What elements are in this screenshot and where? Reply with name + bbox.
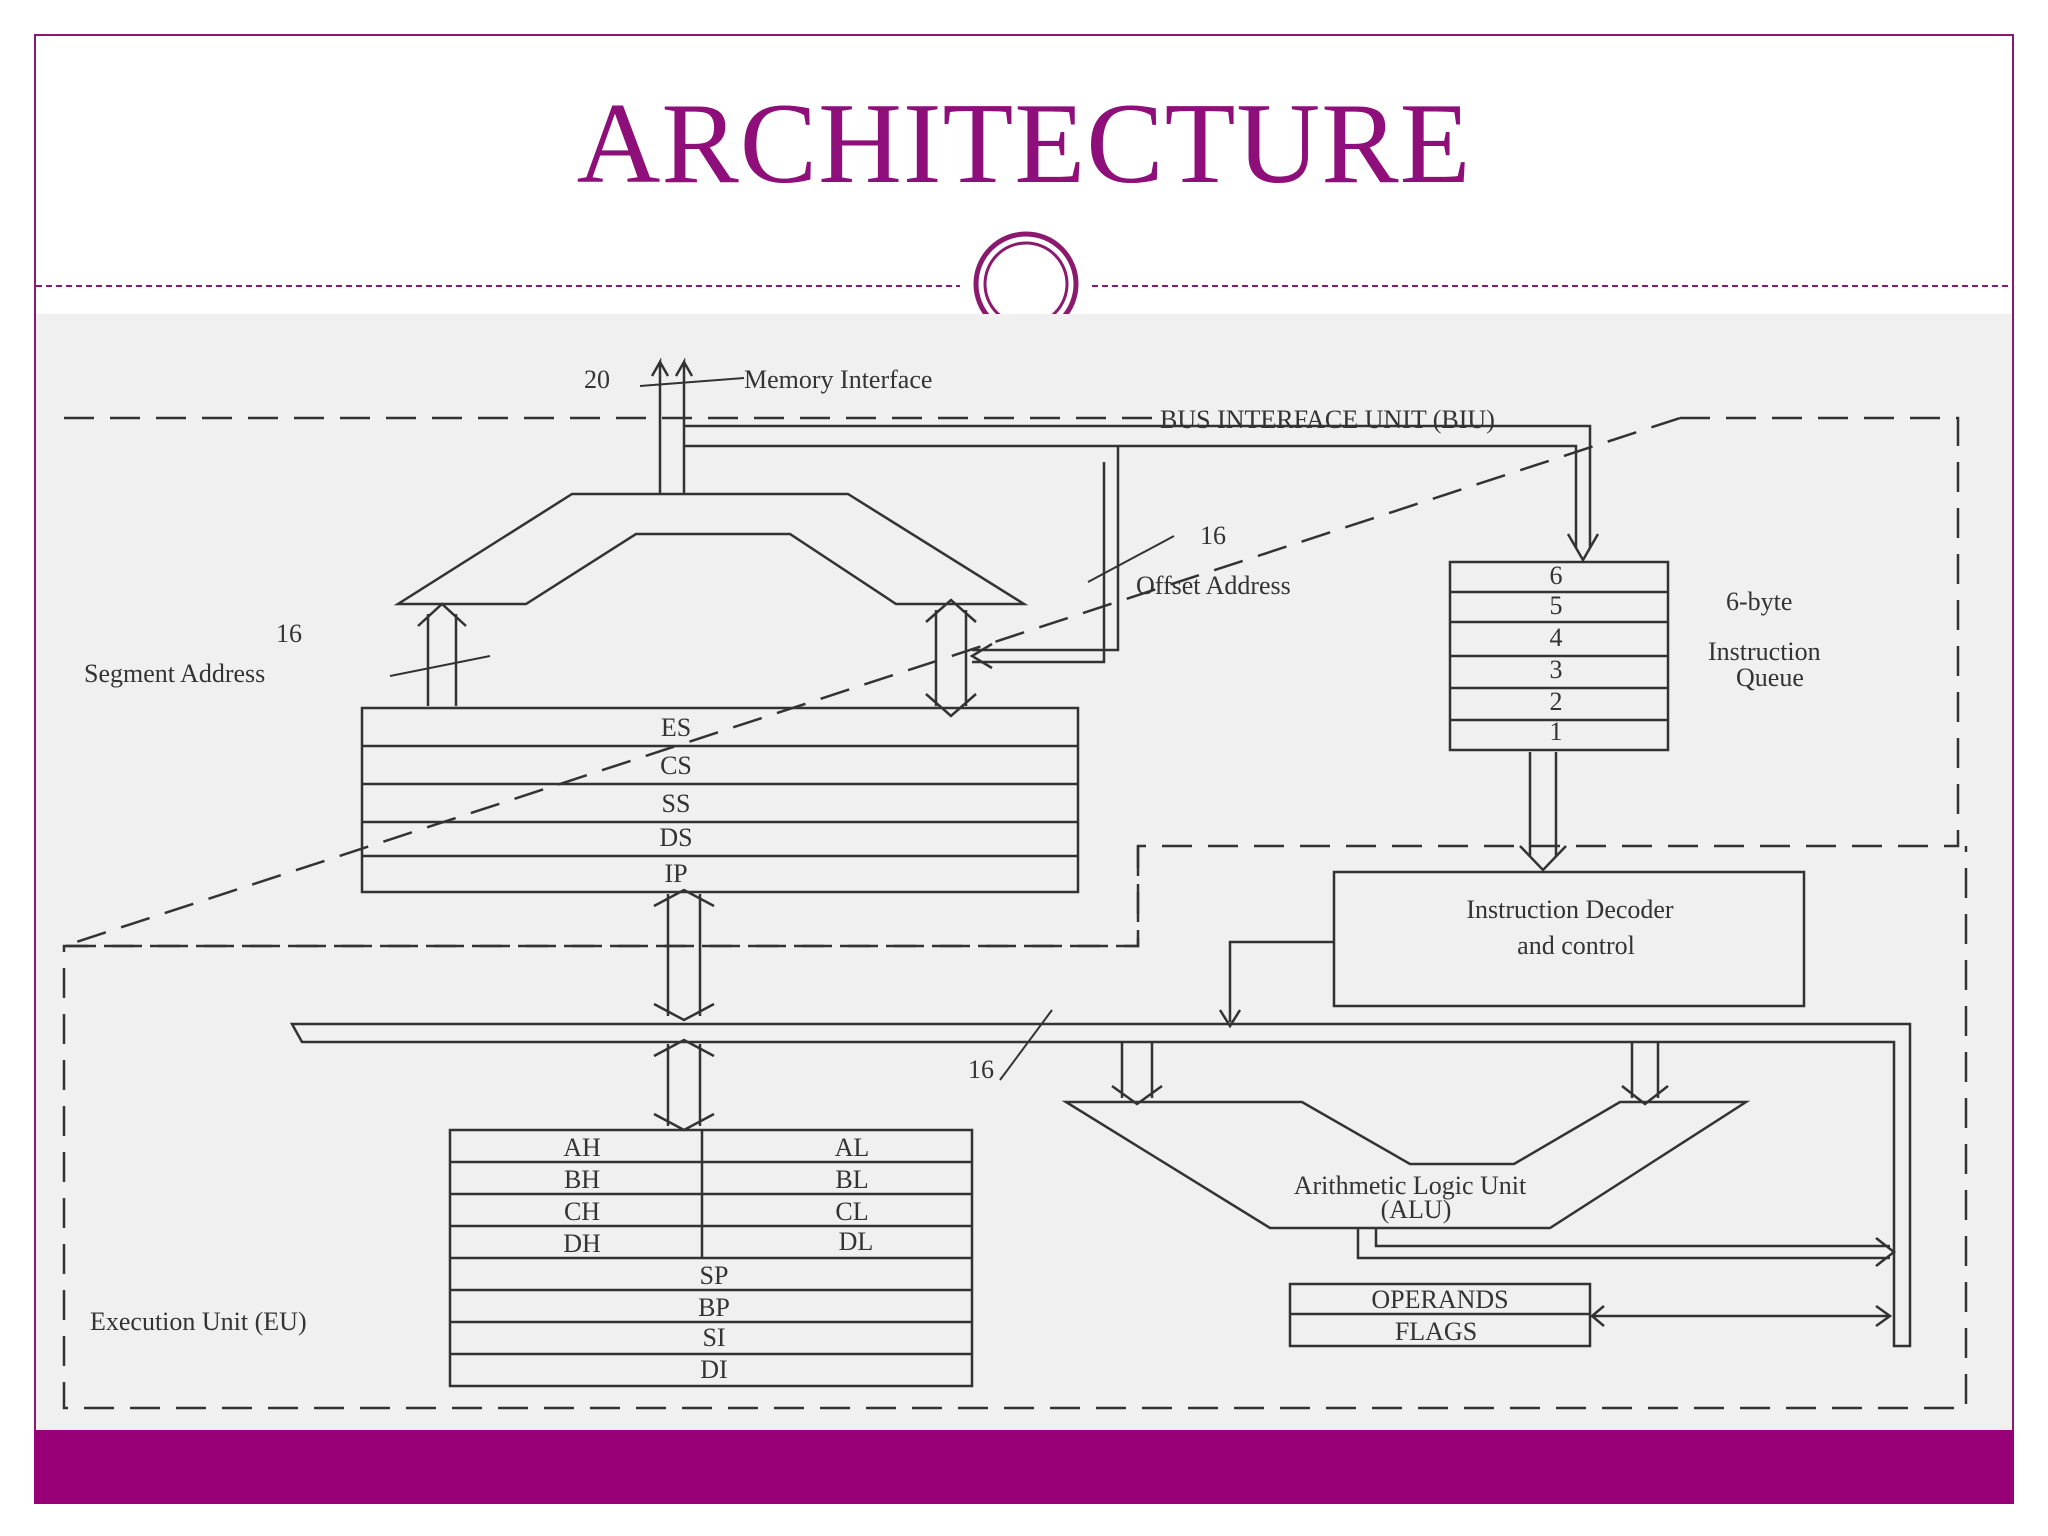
flags-label: FLAGS <box>1395 1317 1477 1346</box>
gp-register-high: DH <box>563 1229 601 1258</box>
gp-register-low: CL <box>835 1197 868 1226</box>
segment-register-block <box>360 706 1080 894</box>
queue-slot: 4 <box>1550 623 1563 652</box>
segment-register: DS <box>659 823 692 852</box>
memory-interface-label: Memory Interface <box>744 365 932 394</box>
segment-register: IP <box>664 859 687 888</box>
queue-slot: 1 <box>1550 717 1563 746</box>
pointer-register: DI <box>700 1355 727 1384</box>
queue-label: Queue <box>1736 663 1804 692</box>
gp-register-high: CH <box>564 1197 600 1226</box>
gp-register-low: DL <box>839 1227 874 1256</box>
queue-slot: 6 <box>1550 561 1563 590</box>
biu-label: BUS INTERFACE UNIT (BIU) <box>1160 405 1495 434</box>
segment-register: SS <box>662 789 691 818</box>
segment-width: 16 <box>276 619 302 648</box>
slide-title: ARCHITECTURE <box>576 80 1472 208</box>
internal-bus-width: 16 <box>968 1055 994 1084</box>
offset-label: Offset Address <box>1136 571 1291 600</box>
eu-boundary <box>62 846 1968 1410</box>
operands-label: OPERANDS <box>1371 1285 1508 1314</box>
queue-slot: 3 <box>1550 655 1563 684</box>
decoder-label: and control <box>1517 931 1635 960</box>
queue-slot: 5 <box>1550 591 1563 620</box>
alu-shape <box>1061 1100 1751 1230</box>
queue-label: Instruction <box>1708 637 1821 666</box>
memory-bus-arrow <box>650 357 694 494</box>
gp-register-low: AL <box>835 1133 870 1162</box>
internal-data-bus <box>289 1022 1912 1348</box>
segment-register: CS <box>660 751 692 780</box>
gp-register-low: BL <box>835 1165 868 1194</box>
alu-label: (ALU) <box>1381 1195 1452 1224</box>
address-adder <box>393 492 1029 606</box>
segment-label: Segment Address <box>84 659 265 688</box>
offset-address-line <box>972 446 1120 664</box>
queue-label: 6-byte <box>1726 587 1792 616</box>
gp-register-high: BH <box>564 1165 600 1194</box>
pointer-register: BP <box>698 1293 730 1322</box>
gp-register-high: AH <box>563 1133 601 1162</box>
decoder-label: Instruction Decoder <box>1466 895 1674 924</box>
alu-label: Arithmetic Logic Unit <box>1294 1171 1527 1200</box>
biu-boundary <box>63 416 1960 948</box>
pointer-register: SI <box>702 1323 725 1352</box>
memory-bus-width: 20 <box>584 365 610 394</box>
offset-width: 16 <box>1200 521 1226 550</box>
segment-register: ES <box>661 713 691 742</box>
eu-label: Execution Unit (EU) <box>90 1307 307 1336</box>
queue-slot: 2 <box>1550 687 1563 716</box>
pointer-register: SP <box>700 1261 729 1290</box>
instruction-decoder <box>1332 870 1806 1008</box>
footer-bar <box>34 1430 2014 1504</box>
